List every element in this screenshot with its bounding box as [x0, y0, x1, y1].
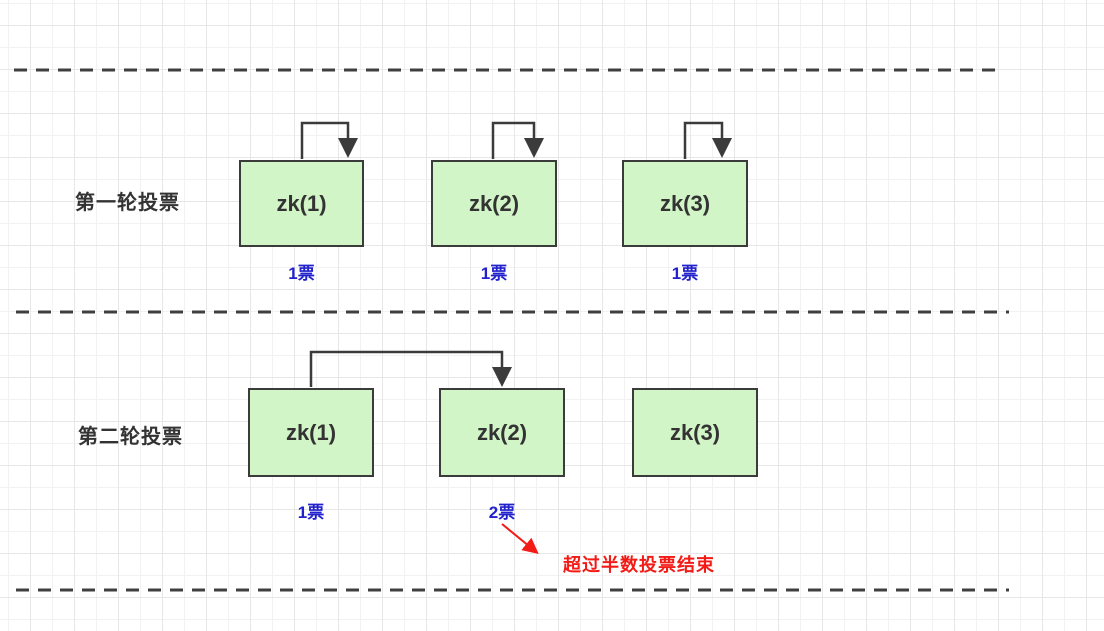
- node-zk1-round2-label: zk(1): [285, 419, 337, 445]
- node-zk3-round2-label: zk(3): [669, 419, 721, 445]
- annotation-arrow: [501, 523, 539, 555]
- node-zk3-round2[interactable]: zk(3): [632, 388, 758, 477]
- self-vote-arrow-zk3: [683, 121, 732, 159]
- node-zk1-round1-label: zk(1): [276, 190, 327, 216]
- node-zk2-round2[interactable]: zk(2): [439, 388, 565, 477]
- node-zk2-round2-label: zk(2): [476, 419, 528, 445]
- node-zk2-round1[interactable]: zk(2): [431, 160, 557, 247]
- vote-label-zk1-round2: 1票: [297, 503, 325, 522]
- node-zk1-round1[interactable]: zk(1): [239, 160, 364, 247]
- vote-label-zk3-round1: 1票: [671, 264, 699, 283]
- node-zk2-round1-label: zk(2): [468, 190, 520, 216]
- node-zk3-round1-label: zk(3): [659, 190, 711, 216]
- self-vote-arrow-zk1: [300, 121, 358, 159]
- round-2-label: 第二轮投票: [78, 426, 183, 448]
- self-vote-arrow-zk2: [491, 121, 544, 159]
- node-zk3-round1[interactable]: zk(3): [622, 160, 748, 247]
- vote-arrow-zk1-to-zk2: [309, 350, 512, 387]
- annotation-majority-text: 超过半数投票结束: [563, 555, 715, 575]
- vote-label-zk2-round2: 2票: [488, 503, 516, 522]
- round-1-label: 第一轮投票: [75, 192, 180, 214]
- node-zk1-round2[interactable]: zk(1): [248, 388, 374, 477]
- vote-label-zk1-round1: 1票: [288, 264, 315, 283]
- vote-label-zk2-round1: 1票: [480, 264, 508, 283]
